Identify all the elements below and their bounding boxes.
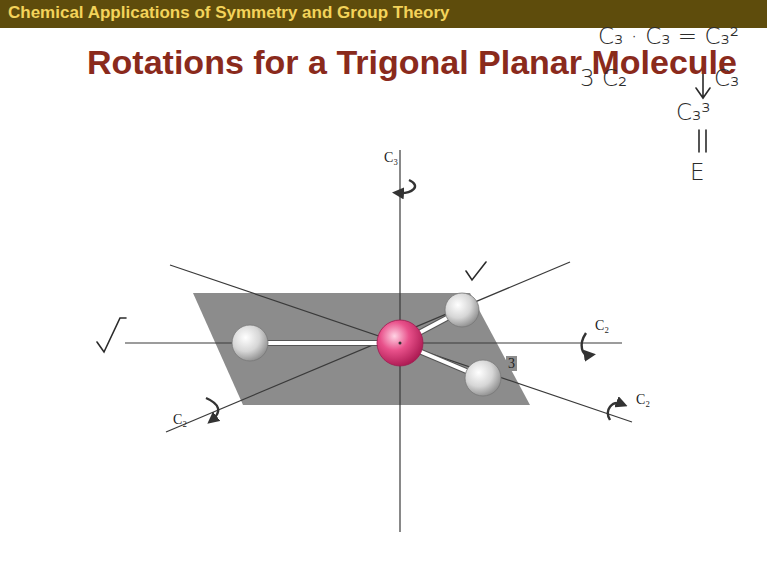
rotation-arrow xyxy=(398,180,415,193)
c2-axis xyxy=(170,265,632,422)
handwritten-note: 3 C₂ xyxy=(580,66,627,91)
header-text: Chemical Applications of Symmetry and Gr… xyxy=(8,4,449,23)
axis-dot xyxy=(399,342,402,345)
outer-atom xyxy=(465,360,501,396)
c2-axis xyxy=(125,342,622,343)
rotation-arrow xyxy=(206,398,218,420)
handwritten-note: E xyxy=(690,160,705,185)
axis-label: C₃ xyxy=(384,150,398,165)
c2-axis xyxy=(166,262,570,432)
handwritten-note: C₃ xyxy=(714,66,739,91)
callout-number: 3 xyxy=(506,356,517,371)
handwritten-note: C₃ · C₃ = C₃² xyxy=(598,24,739,49)
handwritten-note: C₃³ xyxy=(676,100,711,125)
slide-title: Rotations for a Trigonal Planar Molecule xyxy=(87,44,737,81)
check-mark xyxy=(97,318,126,352)
outer-atom xyxy=(232,325,268,361)
axis-label: C₂ xyxy=(636,392,650,407)
central-atom xyxy=(377,320,423,366)
rotation-arrow xyxy=(608,403,622,420)
molecular-plane xyxy=(193,293,530,405)
axis-label: C₂ xyxy=(595,318,609,333)
check-mark xyxy=(466,262,486,280)
hand-equals-vertical xyxy=(699,130,706,152)
outer-atom xyxy=(445,293,479,327)
rotation-arrow xyxy=(582,333,590,355)
axis-label: C₂ xyxy=(173,412,187,427)
